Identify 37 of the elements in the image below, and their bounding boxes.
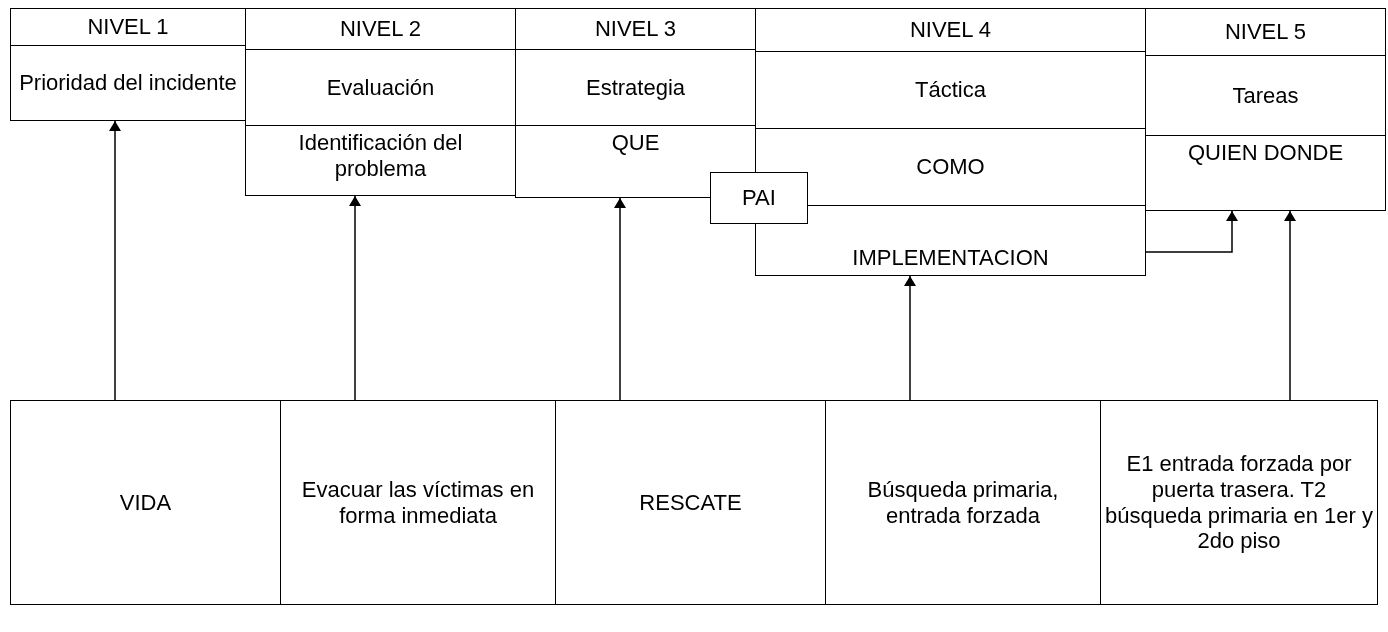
cell-text: QUE — [611, 130, 660, 156]
cell-text: NIVEL 5 — [1224, 19, 1307, 45]
table-cell — [10, 45, 246, 121]
cell-text: Evacuar las víctimas en forma inmediata — [300, 476, 536, 529]
process-box — [710, 172, 808, 224]
cell-text: Táctica — [915, 77, 986, 103]
arrow — [109, 120, 121, 401]
arrow — [1284, 210, 1296, 401]
process-box — [1100, 400, 1378, 605]
cell-text: E1 entrada forzada por puerta trasera. T2 búsqueda primaria en 1er y 2do piso — [1105, 450, 1373, 555]
cell-text: Prioridad del incidente — [19, 70, 237, 96]
cell-text: Identificación del problema — [297, 130, 464, 182]
cell-text: QUIEN DONDE — [1187, 140, 1344, 166]
table-cell — [245, 125, 516, 196]
table-cell — [1145, 135, 1386, 211]
arrow — [1145, 210, 1238, 253]
level-header-cell — [1145, 8, 1386, 56]
cell-text: NIVEL 4 — [909, 17, 992, 43]
level-header-cell — [10, 8, 246, 46]
cell-text: Tareas — [1232, 82, 1299, 109]
cell-text: NIVEL 2 — [339, 16, 422, 42]
arrow — [904, 275, 916, 401]
process-box — [10, 400, 281, 605]
process-box — [825, 400, 1101, 605]
process-box — [555, 400, 826, 605]
cell-text: Búsqueda primaria, entrada forzada — [866, 476, 1060, 529]
cell-text: COMO — [916, 154, 985, 180]
cell-text: Evaluación — [326, 74, 435, 101]
cell-text: Estrategia — [585, 74, 686, 101]
cell-text: VIDA — [119, 489, 172, 516]
arrow — [614, 197, 626, 401]
cell-text: RESCATE — [639, 489, 742, 516]
process-box — [280, 400, 556, 605]
cell-text: NIVEL 1 — [87, 14, 169, 40]
arrow — [349, 195, 361, 401]
cell-text: NIVEL 3 — [594, 16, 677, 42]
cell-text: PAI — [742, 185, 776, 211]
